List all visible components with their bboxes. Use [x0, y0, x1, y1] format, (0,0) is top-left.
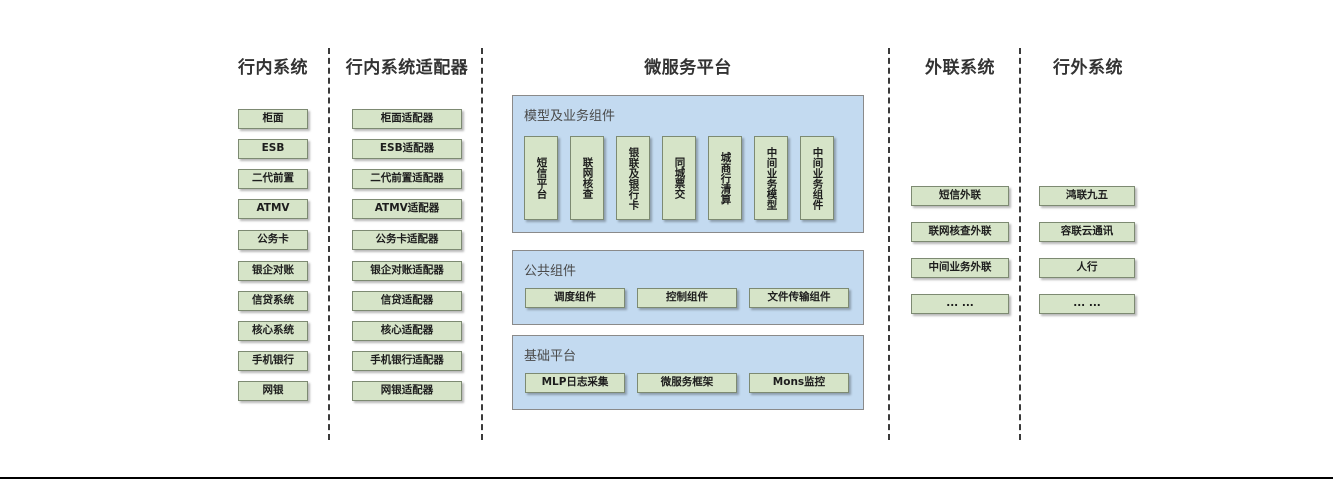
column-header-bank-adapter: 行内系统适配器: [345, 58, 469, 78]
list-item[interactable]: 信贷适配器: [352, 291, 462, 311]
list-item[interactable]: 容联云通讯: [1039, 222, 1135, 242]
list-item[interactable]: 银联及银行卡: [616, 136, 650, 220]
list-item[interactable]: 核心系统: [238, 321, 308, 341]
list-item[interactable]: ATMV适配器: [352, 199, 462, 219]
panel-foundation-platform: 基础平台: [512, 335, 864, 410]
column-header-external-link: 外联系统: [925, 58, 995, 78]
list-item[interactable]: 短信平台: [524, 136, 558, 220]
list-item[interactable]: 鸿联九五: [1039, 186, 1135, 206]
list-item-label: 短信平台: [535, 157, 548, 199]
divider-internal-adapter: [328, 48, 330, 440]
list-item[interactable]: 中间业务组件: [800, 136, 834, 220]
list-item[interactable]: 城商行清算: [708, 136, 742, 220]
list-item[interactable]: 柜面: [238, 109, 308, 129]
list-item[interactable]: 二代前置: [238, 169, 308, 189]
panel-title: 公共组件: [524, 264, 577, 279]
bottom-divider: [0, 477, 1333, 479]
list-item[interactable]: 公务卡适配器: [352, 230, 462, 250]
list-item[interactable]: MLP日志采集: [525, 373, 625, 393]
list-item[interactable]: 中间业务模型: [754, 136, 788, 220]
list-item[interactable]: ... ...: [1039, 294, 1135, 314]
divider-external-outside: [1019, 48, 1021, 440]
list-item-label: 中间业务模型: [765, 146, 778, 210]
list-item[interactable]: 核心适配器: [352, 321, 462, 341]
column-header-bank-internal: 行内系统: [238, 58, 308, 78]
column-header-microservice-platform: 微服务平台: [644, 58, 732, 78]
divider-adapter-microservice: [481, 48, 483, 440]
panel-title: 模型及业务组件: [524, 109, 616, 124]
list-item[interactable]: 手机银行适配器: [352, 351, 462, 371]
list-item[interactable]: 联网核查外联: [911, 222, 1009, 242]
list-item[interactable]: 联网核查: [570, 136, 604, 220]
list-item[interactable]: Mons监控: [749, 373, 849, 393]
list-item[interactable]: 微服务框架: [637, 373, 737, 393]
list-item[interactable]: 同城票交: [662, 136, 696, 220]
list-item-label: 同城票交: [673, 157, 686, 199]
list-item[interactable]: 二代前置适配器: [352, 169, 462, 189]
column-header-outside-bank: 行外系统: [1053, 58, 1123, 78]
list-item[interactable]: 银企对账: [238, 261, 308, 281]
list-item[interactable]: 网银: [238, 381, 308, 401]
list-item[interactable]: 调度组件: [525, 288, 625, 308]
list-item[interactable]: 手机银行: [238, 351, 308, 371]
list-item[interactable]: ESB: [238, 139, 308, 159]
list-item[interactable]: ... ...: [911, 294, 1009, 314]
list-item[interactable]: 控制组件: [637, 288, 737, 308]
list-item[interactable]: 公务卡: [238, 230, 308, 250]
list-item[interactable]: ESB适配器: [352, 139, 462, 159]
list-item-label: 银联及银行卡: [627, 146, 640, 210]
panel-title: 基础平台: [524, 349, 577, 364]
list-item-label: 联网核查: [581, 157, 594, 199]
divider-microservice-external: [888, 48, 890, 440]
panel-public-components: 公共组件: [512, 250, 864, 325]
list-item[interactable]: 中间业务外联: [911, 258, 1009, 278]
list-item[interactable]: 银企对账适配器: [352, 261, 462, 281]
list-item[interactable]: 人行: [1039, 258, 1135, 278]
list-item[interactable]: 柜面适配器: [352, 109, 462, 129]
list-item[interactable]: 文件传输组件: [749, 288, 849, 308]
list-item-label: 中间业务组件: [811, 146, 824, 210]
list-item[interactable]: 信贷系统: [238, 291, 308, 311]
list-item-label: 城商行清算: [719, 151, 732, 205]
list-item[interactable]: 网银适配器: [352, 381, 462, 401]
list-item[interactable]: ATMV: [238, 199, 308, 219]
list-item[interactable]: 短信外联: [911, 186, 1009, 206]
